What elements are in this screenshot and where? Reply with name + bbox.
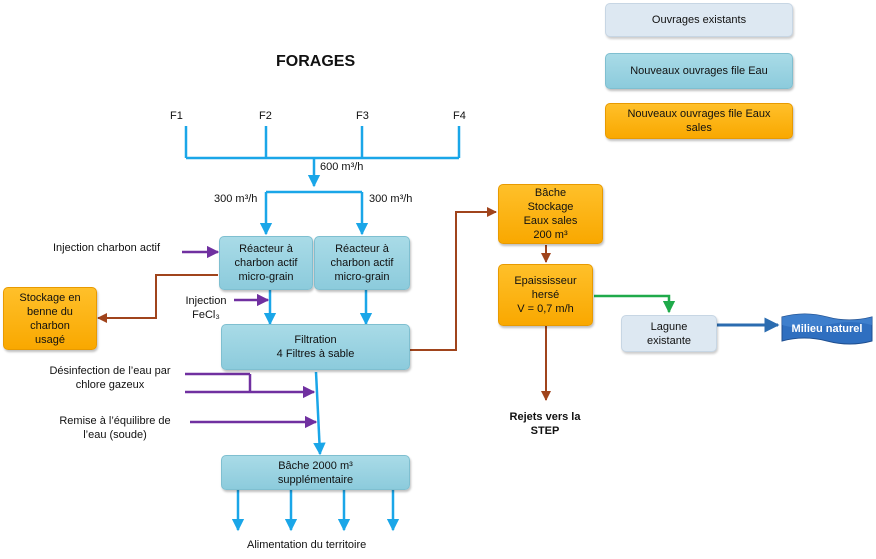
page-title: FORAGES [276, 53, 356, 70]
milieu-naturel-label: Milieu naturel [791, 323, 863, 335]
reactor-1-box: Réacteur à charbon actif micro-grain [219, 236, 313, 290]
well-label: F4 [453, 110, 466, 122]
flow-left-label: 300 m³/h [214, 193, 258, 205]
remise-label: Remise à l’équilibre de l’eau (soude) [59, 415, 171, 441]
filtration-box: Filtration 4 Filtres à sable [221, 324, 410, 370]
desinfection-label: Désinfection de l’eau par chlore gazeux [49, 365, 171, 391]
storage-benne-box: Stockage en benne du charbon usagé [3, 287, 97, 350]
inj-charbon-label: Injection charbon actif [53, 242, 161, 254]
well-label: F1 [170, 110, 183, 122]
flow-total-label: 600 m³/h [320, 161, 364, 173]
dirty-tank-box: Bâche Stockage Eaux sales 200 m³ [498, 184, 603, 244]
thickener-box: Epaississeur hersé V = 0,7 m/h [498, 264, 593, 326]
to-lagoon-line [594, 294, 676, 314]
reactor-2-box: Réacteur à charbon actif micro-grain [314, 236, 410, 290]
dirty-water-lines [97, 207, 551, 401]
reagent-injections [182, 245, 318, 429]
milieu-naturel-banner: Milieu naturel [780, 313, 874, 345]
legend-new-water: Nouveaux ouvrages file Eau [605, 53, 793, 89]
legend-new-dirty: Nouveaux ouvrages file Eaux sales [605, 103, 793, 139]
rejets-label: Rejets vers la STEP [509, 411, 581, 437]
well-label: F3 [356, 110, 369, 122]
legend-existing: Ouvrages existants [605, 3, 793, 37]
flow-right-label: 300 m³/h [369, 193, 413, 205]
well-label: F2 [259, 110, 272, 122]
tank-2000-box: Bâche 2000 m³ supplémentaire [221, 455, 410, 490]
inj-fecl-label: Injection FeCl₃ [185, 295, 227, 321]
alimentation-label: Alimentation du territoire [247, 539, 367, 551]
lagoon-box: Lagune existante [621, 315, 717, 352]
wells-collector [184, 126, 461, 532]
